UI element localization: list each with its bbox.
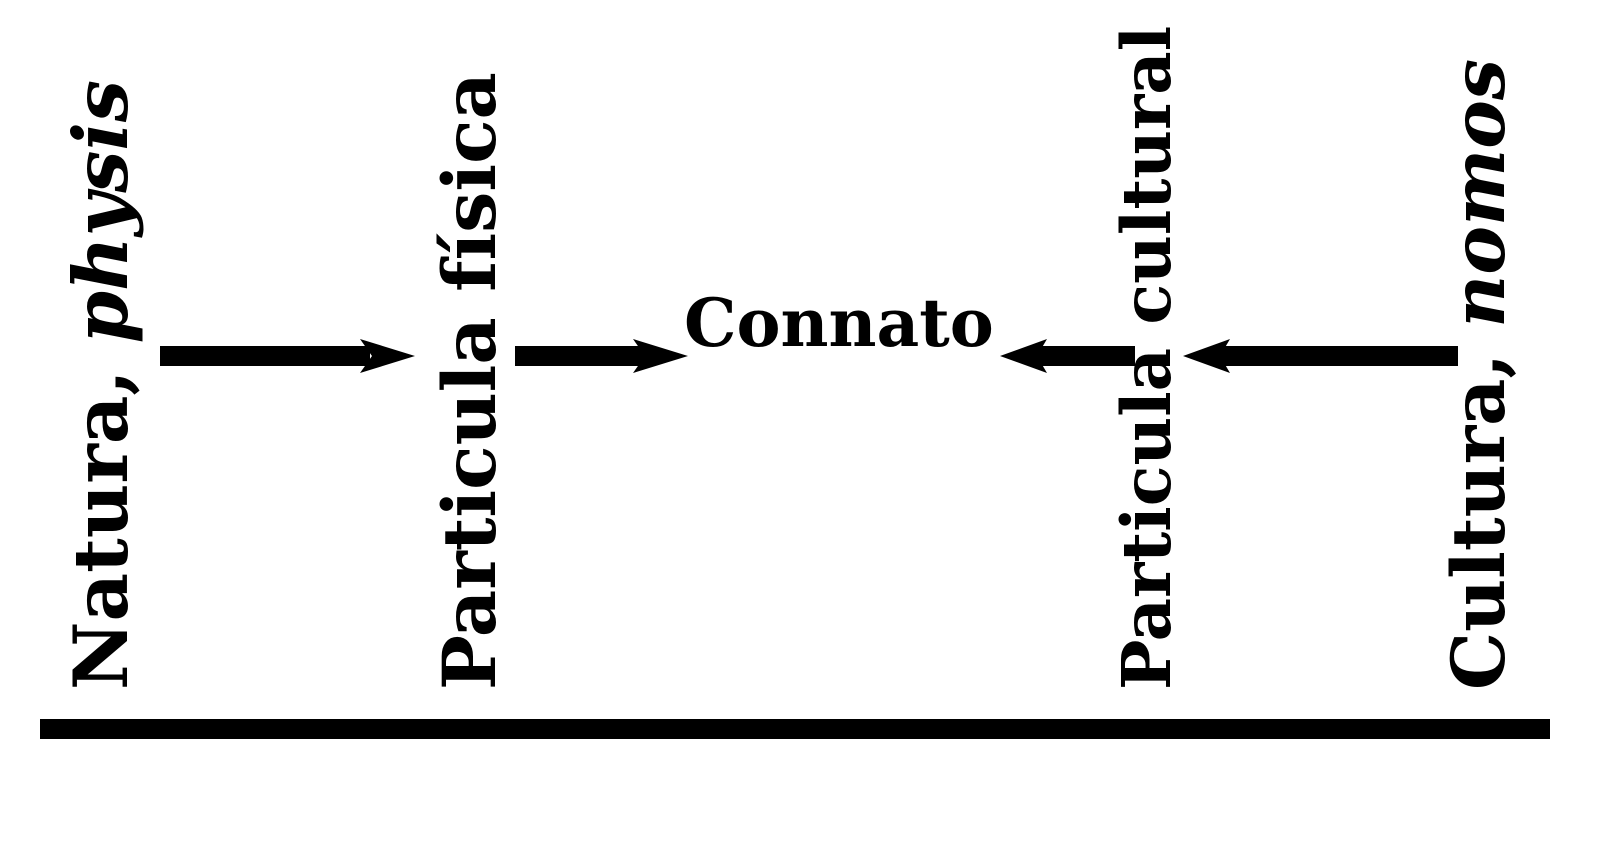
arrow-head [1183, 339, 1230, 373]
arrow-shaft [515, 346, 645, 366]
arrow-cultura-to-cultural [1183, 339, 1458, 373]
arrow-shaft [160, 346, 370, 366]
arrow-natura-to-fisica [160, 339, 415, 373]
arrow-fisica-to-connato [515, 339, 688, 373]
arrow-head [360, 339, 415, 373]
arrow-shaft [1218, 346, 1458, 366]
arrow-head [633, 339, 688, 373]
arrow-head [1000, 339, 1047, 373]
arrow-cultural-to-connato [1000, 339, 1135, 373]
connato-label: Connato [684, 284, 994, 362]
baseline-rule [40, 719, 1550, 739]
arrow-shaft [1035, 346, 1135, 366]
